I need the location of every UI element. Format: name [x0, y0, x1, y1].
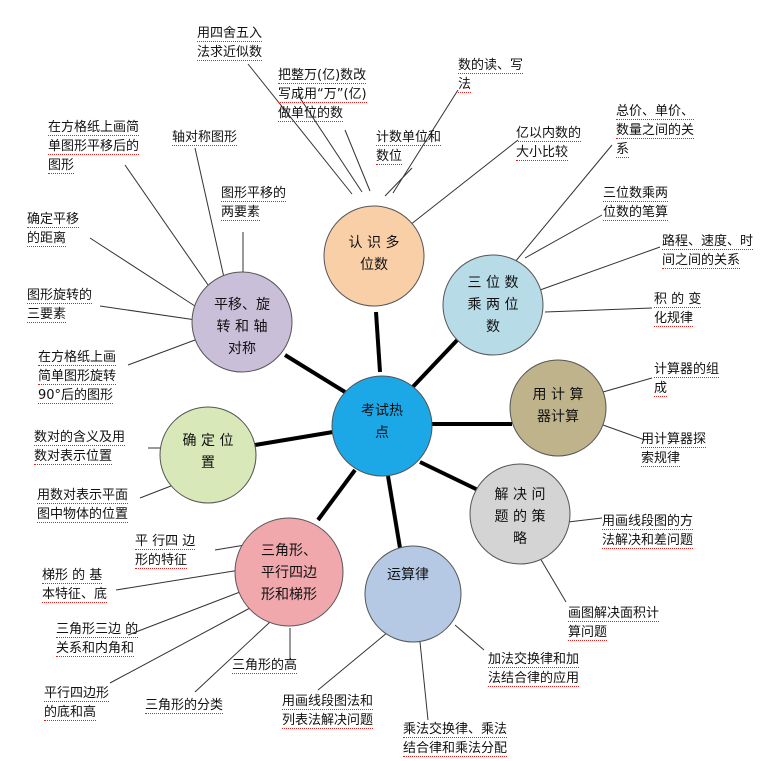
label-units: 计数单位和 数位 [376, 130, 442, 165]
label-compare: 亿以内数的 大小比较 [516, 126, 582, 161]
node-center-label: 考试热 点 [361, 403, 403, 441]
node-multiply-label: 三 位 数 乘 两 位 数 [467, 275, 519, 335]
label-trapezoid: 梯形 的 基 本特征、底 [42, 568, 108, 603]
node-recognize-label: 认 识 多 位数 [348, 235, 400, 273]
node-calculator-label: 用 计 算 器计算 [532, 387, 584, 425]
label-area-draw: 画图解决面积计 算问题 [568, 606, 660, 641]
label-triangle-height: 三角形的高 [232, 658, 298, 674]
label-triangle-sides: 三角形三边 的 关系和内角和 [56, 622, 139, 657]
node-shapes [234, 517, 344, 627]
label-pair-meaning: 数对的含义及用 数对表示位置 [34, 430, 126, 465]
label-rewrite: 把整万(亿)数改 写成用“万”(亿) 做单位的数 [278, 68, 367, 122]
label-round: 用四舍五入 法求近似数 [197, 26, 263, 61]
label-plane-position: 用数对表示平面 图中物体的位置 [37, 488, 129, 523]
label-calc-parts: 计算器的组 成 [654, 362, 720, 397]
node-strategy-label: 解 决 问 题 的 策 略 [494, 487, 546, 547]
label-translate-dist: 确定平移 的距离 [27, 212, 80, 247]
label-grid-rotate: 在方格纸上画 简单图形旋转 90°后的图形 [38, 350, 117, 404]
label-rotate-elems: 图形旋转的 三要素 [27, 288, 93, 323]
node-calculator [509, 359, 607, 457]
node-multiply [442, 254, 544, 356]
label-translate-elems: 图形平移的 两要素 [221, 186, 287, 221]
label-segment-list: 用画线段图法和 列表法解决问题 [282, 694, 374, 729]
main-spokes [254, 311, 512, 549]
node-laws-label: 运算律 [387, 567, 429, 583]
label-written: 三位数乘两 位数的笔算 [603, 186, 669, 221]
node-laws [364, 545, 462, 643]
label-parallelogram-feat: 平 行四 边 形的特征 [135, 534, 196, 569]
label-axis-figure: 轴对称图形 [172, 130, 238, 146]
label-triangle-types: 三角形的分类 [145, 698, 224, 714]
node-position-label: 确 定 位 置 [182, 433, 234, 471]
label-distance: 路程、速度、时 间之间的关系 [662, 234, 754, 269]
label-price: 总价、单价、 数量之间的关 系 [616, 104, 695, 158]
label-product: 积 的 变 化规律 [654, 292, 702, 327]
label-parallelogram-base: 平行四边形 的底和高 [44, 686, 110, 721]
node-transform-label: 平移、旋 转 和 轴 对称 [214, 297, 270, 357]
label-add-laws: 加法交换律和加 法结合律的应用 [488, 652, 580, 687]
node-strategy [469, 463, 571, 565]
label-grid-translate: 在方格纸上画简 单图形平移后的 图形 [48, 120, 140, 174]
node-position [159, 406, 257, 504]
node-recognize [323, 205, 425, 307]
node-shapes-label: 三角形、 平行四边 形和梯形 [261, 543, 317, 603]
node-transform [191, 271, 293, 373]
label-read-write: 数的读、写 法 [458, 58, 524, 93]
label-calc-explore: 用计算器探 索规律 [641, 432, 707, 467]
label-mult-laws: 乘法交换律、乘法 结合律和乘法分配 [403, 722, 508, 757]
label-segment-diff: 用画线段图的方 法解决和差问题 [602, 514, 694, 549]
leaf-connectors [89, 63, 661, 721]
node-center [331, 375, 433, 477]
